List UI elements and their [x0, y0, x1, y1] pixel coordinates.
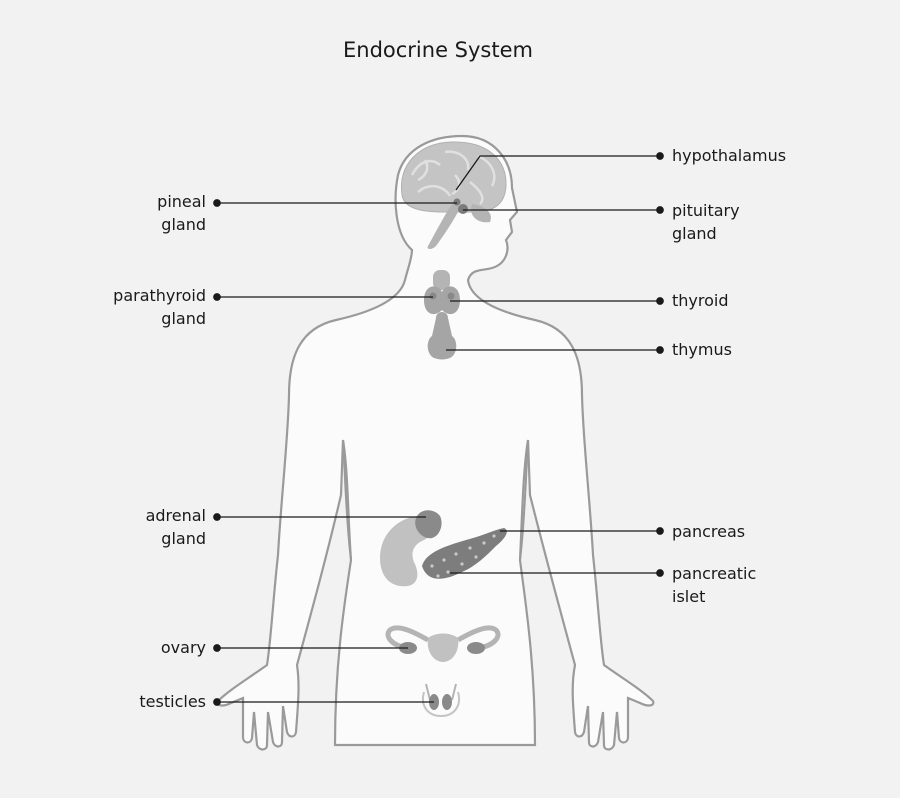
- label-pancreas-line-1: pancreas: [672, 522, 746, 541]
- pineal-gland-shape: [453, 198, 461, 206]
- leader-hypothalamus: [455, 155, 660, 191]
- parathyroid-gland-shape-2: [447, 292, 455, 300]
- label-ovary-line-1: ovary: [160, 638, 206, 657]
- arm-contour-right: [519, 439, 529, 561]
- arm-contour-left: [342, 439, 352, 561]
- label-parathyroid-line-2: gland: [161, 309, 206, 328]
- thymus-shape: [427, 312, 457, 360]
- leader-lines-right: [446, 152, 664, 577]
- label-pancreatic-islet: pancreatic islet: [672, 562, 756, 608]
- label-adrenal-line-2: gland: [161, 529, 206, 548]
- parathyroid-gland-shape: [429, 292, 437, 300]
- label-adrenal-gland: adrenal gland: [146, 504, 206, 550]
- pancreas-shape: [422, 528, 507, 579]
- label-hypothalamus-line-1: hypothalamus: [672, 146, 787, 165]
- label-thymus-line-1: thymus: [672, 340, 732, 359]
- label-adrenal-line-1: adrenal: [145, 506, 206, 525]
- label-pituitary-gland: pituitary gland: [672, 199, 740, 245]
- label-thyroid-line-1: thyroid: [672, 291, 729, 310]
- label-pituitary-line-1: pituitary: [672, 201, 740, 220]
- body-silhouette: [216, 134, 655, 751]
- label-testicles: testicles: [139, 690, 206, 713]
- label-pancreatic-islet-line-2: islet: [672, 587, 706, 606]
- label-thymus: thymus: [672, 338, 732, 361]
- label-parathyroid-line-1: parathyroid: [113, 286, 206, 305]
- label-pineal-line-1: pineal: [157, 192, 206, 211]
- ovary-shape: [385, 625, 501, 662]
- label-hypothalamus: hypothalamus: [672, 144, 786, 167]
- brain: [401, 141, 507, 249]
- label-ovary: ovary: [161, 636, 206, 659]
- diagram-title: Endocrine System: [343, 38, 533, 62]
- kidney-shape: [380, 516, 433, 587]
- label-pancreatic-islet-line-1: pancreatic: [672, 564, 757, 583]
- label-thyroid: thyroid: [672, 289, 729, 312]
- label-pineal-gland: pineal gland: [157, 190, 206, 236]
- pancreatic-islet-dots: [430, 534, 496, 578]
- label-pituitary-line-2: gland: [672, 224, 717, 243]
- label-pineal-line-2: gland: [161, 215, 206, 234]
- pituitary-gland-shape: [458, 204, 468, 214]
- label-testicles-line-1: testicles: [139, 692, 206, 711]
- leader-lines-left: [213, 199, 457, 706]
- label-pancreas: pancreas: [672, 520, 745, 543]
- label-parathyroid-gland: parathyroid gland: [113, 284, 206, 330]
